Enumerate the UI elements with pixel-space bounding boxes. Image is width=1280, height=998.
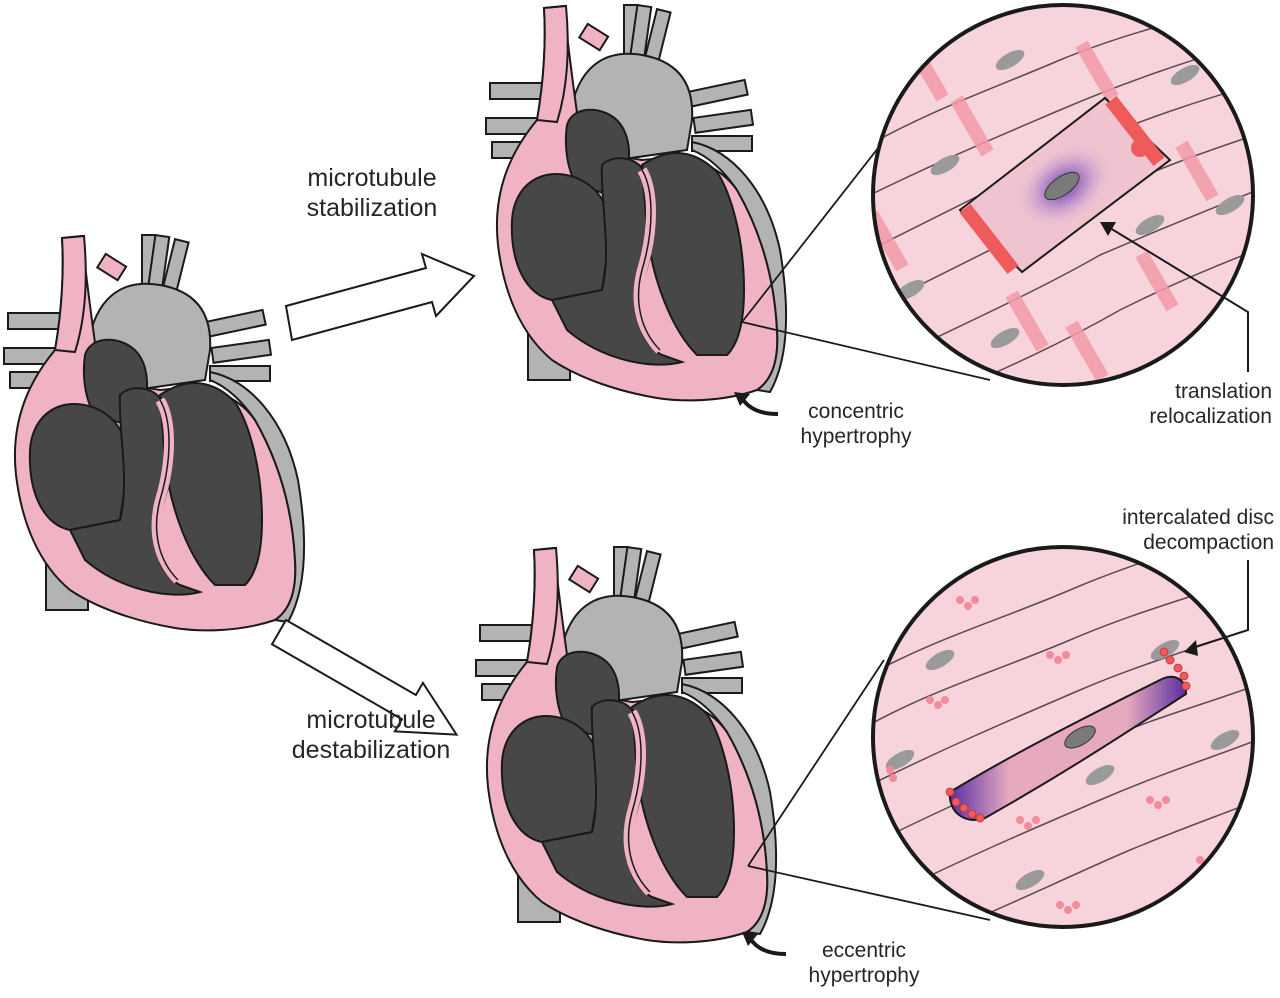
concentric-line2: hypertrophy (800, 424, 912, 448)
stabilization-line1: microtubule (307, 164, 437, 192)
zoom-lines (741, 119, 991, 921)
eccentric-curved-arrow (742, 932, 787, 956)
eccentric-line1: eccentric (821, 939, 907, 962)
eccentric-label: eccentric hypertrophy (794, 939, 934, 989)
disc-line2: decompaction (1143, 530, 1274, 554)
highlighted-cardiomyocyte-bottom (945, 647, 1191, 823)
heart-concentric (486, 5, 786, 400)
disc-line1: intercalated disc (1122, 506, 1274, 529)
translation-line2: relocalization (1149, 404, 1272, 428)
heart-normal (4, 235, 304, 630)
stabilization-label: microtubule stabilization (272, 164, 472, 223)
disc-callout-arrow (1184, 560, 1249, 656)
concentric-label: concentric hypertrophy (786, 400, 926, 450)
translation-line1: translation (1175, 380, 1272, 403)
concentric-line1: concentric (808, 400, 904, 423)
arrow-to-destabilization (270, 618, 459, 736)
magnified-tissue-top (871, 3, 1255, 387)
highlighted-cardiomyocyte-top (958, 95, 1172, 275)
translation-callout-arrow (1100, 222, 1249, 372)
destabilization-label: microtubule destabilization (266, 706, 476, 765)
destabilization-line2: destabilization (291, 735, 451, 764)
disc-label: intercalated disc decompaction (1070, 506, 1274, 556)
stabilization-line2: stabilization (306, 193, 438, 222)
destabilization-line1: microtubule (306, 706, 436, 734)
translation-label: translation relocalization (1100, 380, 1272, 430)
eccentric-line2: hypertrophy (808, 963, 920, 987)
concentric-curved-arrow (734, 392, 779, 416)
magnified-tissue-bottom (871, 545, 1255, 929)
heart-eccentric (476, 547, 776, 942)
arrow-to-stabilization (285, 253, 475, 341)
